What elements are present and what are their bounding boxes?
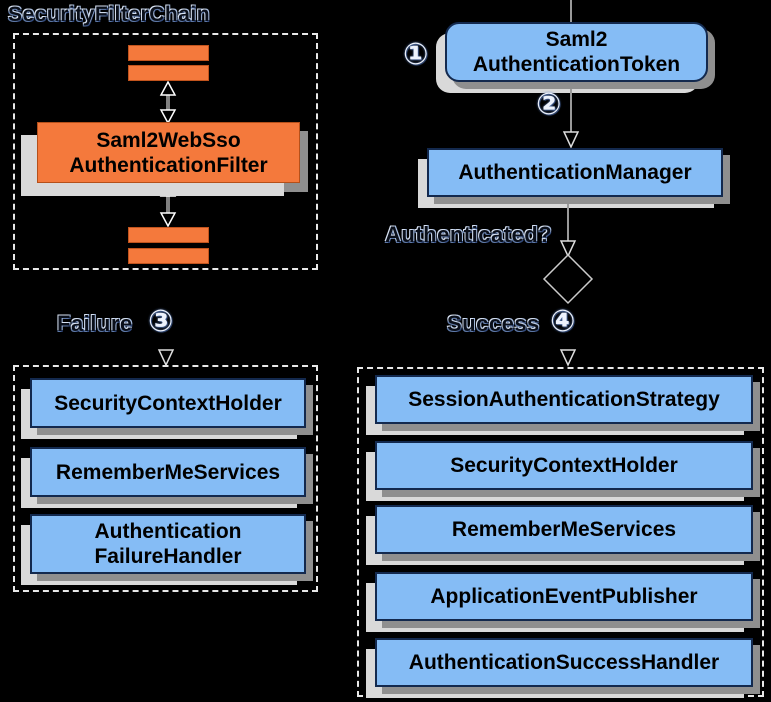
step-1-badge: ① [403,37,429,72]
failure-label: Failure [57,311,133,336]
remember-me-services-node: RememberMeServices [30,447,306,497]
success-label: Success [447,311,540,336]
node-label: RememberMeServices [30,447,306,497]
session-authentication-strategy-node: SessionAuthenticationStrategy [375,375,753,424]
node-label: SecurityContextHolder [375,441,753,490]
node-label: Saml2 AuthenticationToken [445,22,708,82]
security-context-holder-node: SecurityContextHolder [375,441,753,490]
arrowhead-down-icon [157,349,175,367]
saml2-authentication-token-node: Saml2 AuthenticationToken [445,22,708,82]
node-label: RememberMeServices [375,505,753,554]
step-4-badge: ④ [550,304,576,339]
step-2-badge: ② [536,87,562,122]
decision-diamond-icon [542,253,594,305]
filter-bar [128,248,209,264]
filter-bar [128,45,209,61]
arrowhead-down-icon [559,240,577,258]
step-3-badge: ③ [148,304,174,339]
node-label: SecurityContextHolder [30,378,306,428]
saml2-websso-authentication-filter-node: Saml2WebSso AuthenticationFilter [37,122,300,183]
flow-line [567,197,569,241]
filter-bar [128,65,209,81]
security-filter-chain-container [13,33,318,270]
authenticated-label: Authenticated? [385,222,553,247]
authentication-manager-node: AuthenticationManager [427,148,723,197]
application-event-publisher-node: ApplicationEventPublisher [375,572,753,621]
authentication-failure-handler-node: Authentication FailureHandler [30,514,306,574]
arrowhead-down-icon [562,131,580,149]
authentication-success-handler-node: AuthenticationSuccessHandler [375,638,753,687]
flow-line [570,82,572,132]
filter-bar [128,227,209,243]
node-label: ApplicationEventPublisher [375,572,753,621]
node-label: AuthenticationManager [427,148,723,197]
arrowhead-down-icon [559,349,577,367]
bidirectional-arrow-icon [159,81,177,124]
node-label: Saml2WebSso AuthenticationFilter [37,122,300,183]
node-label: AuthenticationSuccessHandler [375,638,753,687]
security-filter-chain-title: SecurityFilterChain [8,3,211,26]
node-label: Authentication FailureHandler [30,514,306,574]
security-context-holder-node: SecurityContextHolder [30,378,306,428]
node-label: SessionAuthenticationStrategy [375,375,753,424]
flow-line [570,0,572,23]
remember-me-services-node: RememberMeServices [375,505,753,554]
failure-branch-container [13,365,318,592]
